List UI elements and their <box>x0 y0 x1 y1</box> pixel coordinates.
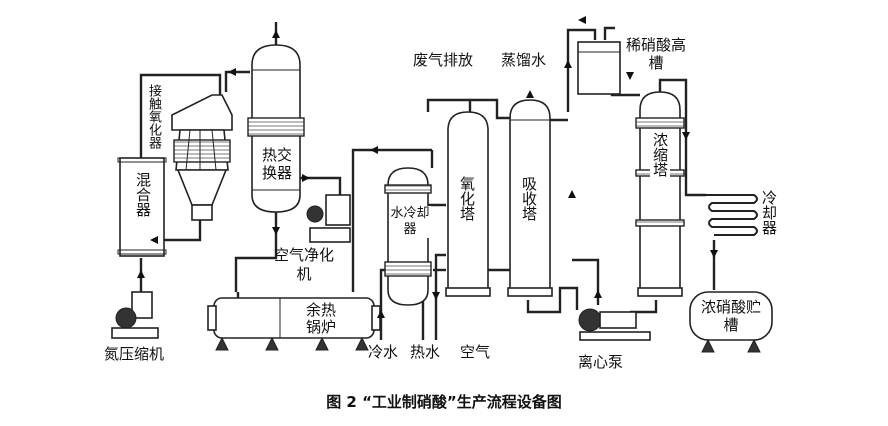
waste-gas-label: 废气排放 <box>412 51 475 69</box>
heat-exchanger-label: 热交换器 <box>258 146 296 182</box>
absorption-tower <box>507 99 553 297</box>
mixer-vessel <box>117 157 167 257</box>
centrifugal-pump <box>578 308 651 341</box>
concentration-tower-label: 浓缩塔 <box>650 132 670 177</box>
ammonia-compressor-label: 氮压缩机 <box>104 345 165 363</box>
contact-oxidizer-label: 接触氧化器 <box>146 84 161 149</box>
absorption-tower-label: 吸收塔 <box>520 176 538 221</box>
air-label: 空气 <box>460 343 491 361</box>
conc-acid-storage <box>689 291 773 353</box>
water-cooler-label: 水冷却器 <box>389 206 431 238</box>
air-purifier <box>306 194 351 243</box>
dilute-acid-tank <box>577 41 621 95</box>
flow-arrows <box>137 16 718 318</box>
mixer-label: 混合器 <box>134 172 152 217</box>
heat-exchanger <box>247 44 305 213</box>
ammonia-compressor <box>111 291 159 339</box>
condenser-label: 冷却器 <box>760 190 778 235</box>
waste-heat-boiler-label: 余热锅炉 <box>302 302 340 336</box>
oxidation-tower-label: 氧化塔 <box>458 176 476 221</box>
distilled-water-label: 蒸馏水 <box>500 51 548 69</box>
oxidation-tower <box>445 111 491 297</box>
contact-oxidizer <box>171 94 233 221</box>
waste-heat-boiler <box>207 297 381 351</box>
concentration-tower <box>635 91 685 297</box>
hot-water-label: 热水 <box>410 343 441 361</box>
air-purifier-label: 空气净化机 <box>273 246 334 283</box>
centrifugal-pump-label: 离心泵 <box>578 353 624 371</box>
cold-water-label: 冷水 <box>368 343 399 361</box>
figure-caption: 图 2 “工业制硝酸”生产流程设备图 <box>326 393 562 411</box>
condenser-coil <box>706 194 758 236</box>
dilute-tank-label: 稀硝酸高槽 <box>625 36 686 72</box>
conc-storage-label: 浓硝酸贮槽 <box>700 298 761 334</box>
